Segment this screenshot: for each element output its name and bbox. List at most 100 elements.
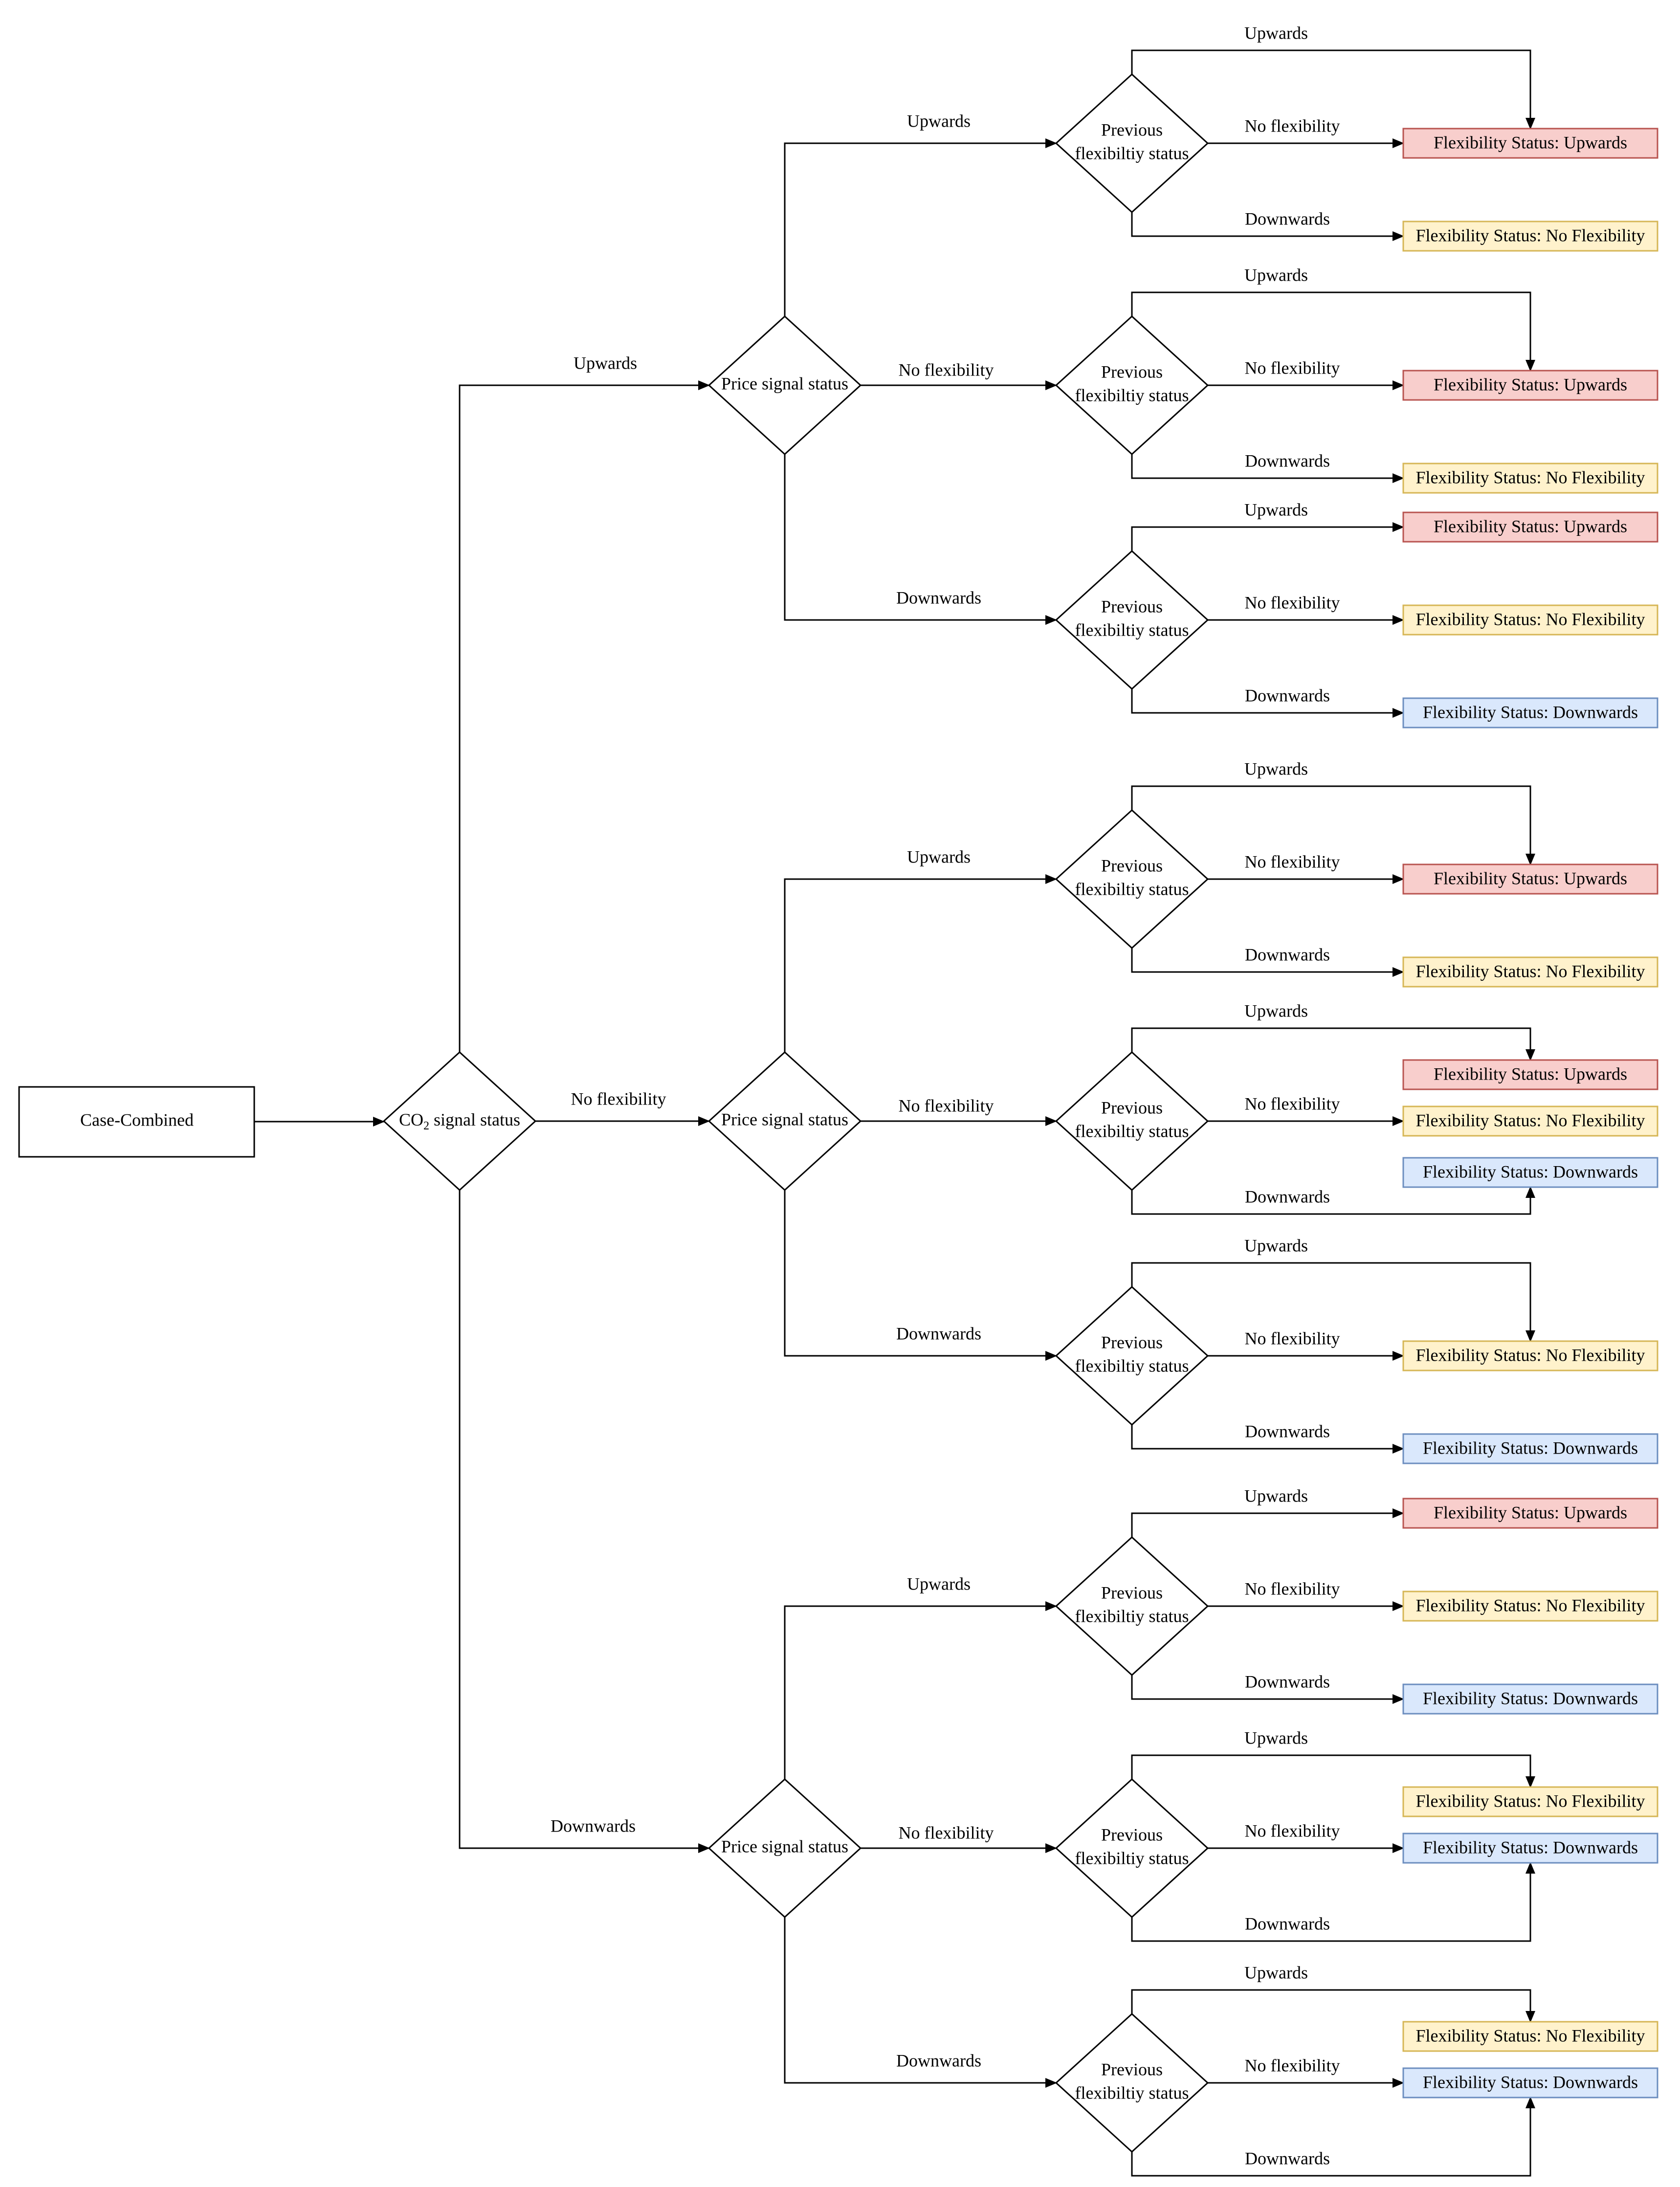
result-no-flexibility: Flexibility Status: No Flexibility — [1402, 604, 1658, 636]
result-upwards: Flexibility Status: Upwards — [1402, 1498, 1658, 1529]
result-label-downwards: Flexibility Status: Downwards — [1423, 702, 1638, 722]
result-label-no-flexibility: Flexibility Status: No Flexibility — [1415, 467, 1645, 487]
previous-status-label-line2: flexibiltiy status — [1075, 1121, 1189, 1141]
edge-label-price-no-flexibility: No flexibility — [899, 360, 994, 379]
price-signal-status-node: Price signal status — [707, 1778, 862, 1919]
result-label-no-flexibility: Flexibility Status: No Flexibility — [1415, 1595, 1645, 1615]
edge-label-prev-no-flexibility: No flexibility — [1245, 116, 1340, 135]
edge-prev-downwards — [1131, 1186, 1535, 1215]
edge-prev-upwards — [1131, 785, 1535, 865]
edge-prev-upwards — [1131, 1508, 1404, 1537]
edge-prev-downwards — [1131, 2097, 1535, 2177]
root-node-label: Case-Combined — [80, 1110, 194, 1129]
result-label-upwards: Flexibility Status: Upwards — [1434, 1502, 1627, 1522]
edge-label-prev-no-flexibility: No flexibility — [1245, 1328, 1340, 1348]
result-no-flexibility: Flexibility Status: No Flexibility — [1402, 2021, 1658, 2052]
result-label-downwards: Flexibility Status: Downwards — [1423, 1688, 1638, 1708]
edge-prev-upwards — [1131, 291, 1535, 372]
edge-prev-downwards — [1131, 212, 1404, 241]
result-no-flexibility: Flexibility Status: No Flexibility — [1402, 1105, 1658, 1137]
edge-label-prev-downwards: Downwards — [1245, 451, 1330, 470]
result-label-downwards: Flexibility Status: Downwards — [1423, 1438, 1638, 1458]
result-label-no-flexibility: Flexibility Status: No Flexibility — [1415, 609, 1645, 629]
edge-label-prev-upwards: Upwards — [1244, 265, 1308, 285]
edge-prev-downwards — [1131, 1862, 1535, 1942]
edge-label-price-no-flexibility: No flexibility — [899, 1096, 994, 1115]
edge-label-prev-downwards: Downwards — [1245, 685, 1330, 705]
edge-label-prev-upwards: Upwards — [1244, 1963, 1308, 1982]
result-label-no-flexibility: Flexibility Status: No Flexibility — [1415, 225, 1645, 245]
result-upwards: Flexibility Status: Upwards — [1402, 511, 1658, 543]
edge-label-prev-upwards: Upwards — [1244, 1236, 1308, 1255]
edge-price-downwards — [784, 1190, 1057, 1361]
price-signal-status-node: Price signal status — [707, 1051, 862, 1192]
edge-label-price-downwards: Downwards — [896, 2051, 981, 2070]
edge-prev-downwards — [1131, 1425, 1404, 1454]
edge-label-prev-no-flexibility: No flexibility — [1245, 1579, 1340, 1598]
result-no-flexibility: Flexibility Status: No Flexibility — [1402, 1591, 1658, 1622]
edge-price-upwards — [784, 874, 1057, 1052]
result-downwards: Flexibility Status: Downwards — [1402, 1157, 1658, 1188]
edge-prev-downwards — [1131, 948, 1404, 977]
edge-label-prev-downwards: Downwards — [1245, 1914, 1330, 1933]
previous-status-label-line1: Previous — [1101, 362, 1163, 381]
edge-label-prev-downwards: Downwards — [1245, 1421, 1330, 1441]
price-signal-status-label: Price signal status — [721, 374, 848, 393]
result-label-no-flexibility: Flexibility Status: No Flexibility — [1415, 961, 1645, 981]
edge-label-prev-upwards: Upwards — [1244, 1728, 1308, 1747]
result-label-upwards: Flexibility Status: Upwards — [1434, 516, 1627, 536]
result-downwards: Flexibility Status: Downwards — [1402, 2067, 1658, 2099]
previous-status-label-line2: flexibiltiy status — [1075, 620, 1189, 640]
previous-status-label-line1: Previous — [1101, 856, 1163, 875]
edge-label-prev-downwards: Downwards — [1245, 1672, 1330, 1691]
result-upwards: Flexibility Status: Upwards — [1402, 863, 1658, 895]
result-no-flexibility: Flexibility Status: No Flexibility — [1402, 1786, 1658, 1817]
edge-label-prev-no-flexibility: No flexibility — [1245, 2055, 1340, 2075]
edge-label-co2-downwards: Downwards — [551, 1816, 636, 1835]
edge-label-prev-no-flexibility: No flexibility — [1245, 1821, 1340, 1840]
edge-prev-upwards — [1131, 1262, 1535, 1342]
previous-flexibility-status-node: Previous flexibiltiy status — [1055, 809, 1209, 950]
edge-prev-upwards — [1131, 1027, 1535, 1061]
edge-co2-downwards — [459, 1190, 710, 1853]
edge-label-price-upwards: Upwards — [907, 1574, 971, 1593]
edge-prev-upwards — [1131, 1989, 1535, 2023]
previous-status-label-line1: Previous — [1101, 596, 1163, 616]
edge-price-upwards — [784, 1601, 1057, 1779]
edge-label-price-downwards: Downwards — [896, 1324, 981, 1343]
result-label-no-flexibility: Flexibility Status: No Flexibility — [1415, 2026, 1645, 2045]
edge-prev-downwards — [1131, 454, 1404, 483]
previous-status-label-line2: flexibiltiy status — [1075, 1606, 1189, 1626]
previous-status-label-line2: flexibiltiy status — [1075, 879, 1189, 899]
previous-flexibility-status-node: Previous flexibiltiy status — [1055, 550, 1209, 690]
edge-label-prev-no-flexibility: No flexibility — [1245, 358, 1340, 377]
result-label-no-flexibility: Flexibility Status: No Flexibility — [1415, 1345, 1645, 1365]
result-no-flexibility: Flexibility Status: No Flexibility — [1402, 221, 1658, 252]
edge-label-price-upwards: Upwards — [907, 111, 971, 131]
result-downwards: Flexibility Status: Downwards — [1402, 1433, 1658, 1464]
edge-label-prev-no-flexibility: No flexibility — [1245, 852, 1340, 871]
result-no-flexibility: Flexibility Status: No Flexibility — [1402, 956, 1658, 988]
price-signal-status-node: Price signal status — [707, 315, 862, 456]
edge-label-prev-upwards: Upwards — [1244, 1486, 1308, 1505]
previous-status-label-line2: flexibiltiy status — [1075, 1848, 1189, 1868]
result-upwards: Flexibility Status: Upwards — [1402, 128, 1658, 159]
edge-label-price-upwards: Upwards — [907, 847, 971, 866]
edge-label-prev-downwards: Downwards — [1245, 945, 1330, 964]
edge-prev-upwards — [1131, 522, 1404, 551]
result-label-downwards: Flexibility Status: Downwards — [1423, 2072, 1638, 2092]
edge-co2-upwards — [459, 380, 710, 1052]
edge-prev-upwards — [1131, 1754, 1535, 1788]
result-label-upwards: Flexibility Status: Upwards — [1434, 375, 1627, 394]
edge-price-downwards — [784, 1917, 1057, 2088]
result-upwards: Flexibility Status: Upwards — [1402, 1059, 1658, 1090]
result-label-upwards: Flexibility Status: Upwards — [1434, 868, 1627, 888]
previous-status-label-line2: flexibiltiy status — [1075, 2083, 1189, 2102]
